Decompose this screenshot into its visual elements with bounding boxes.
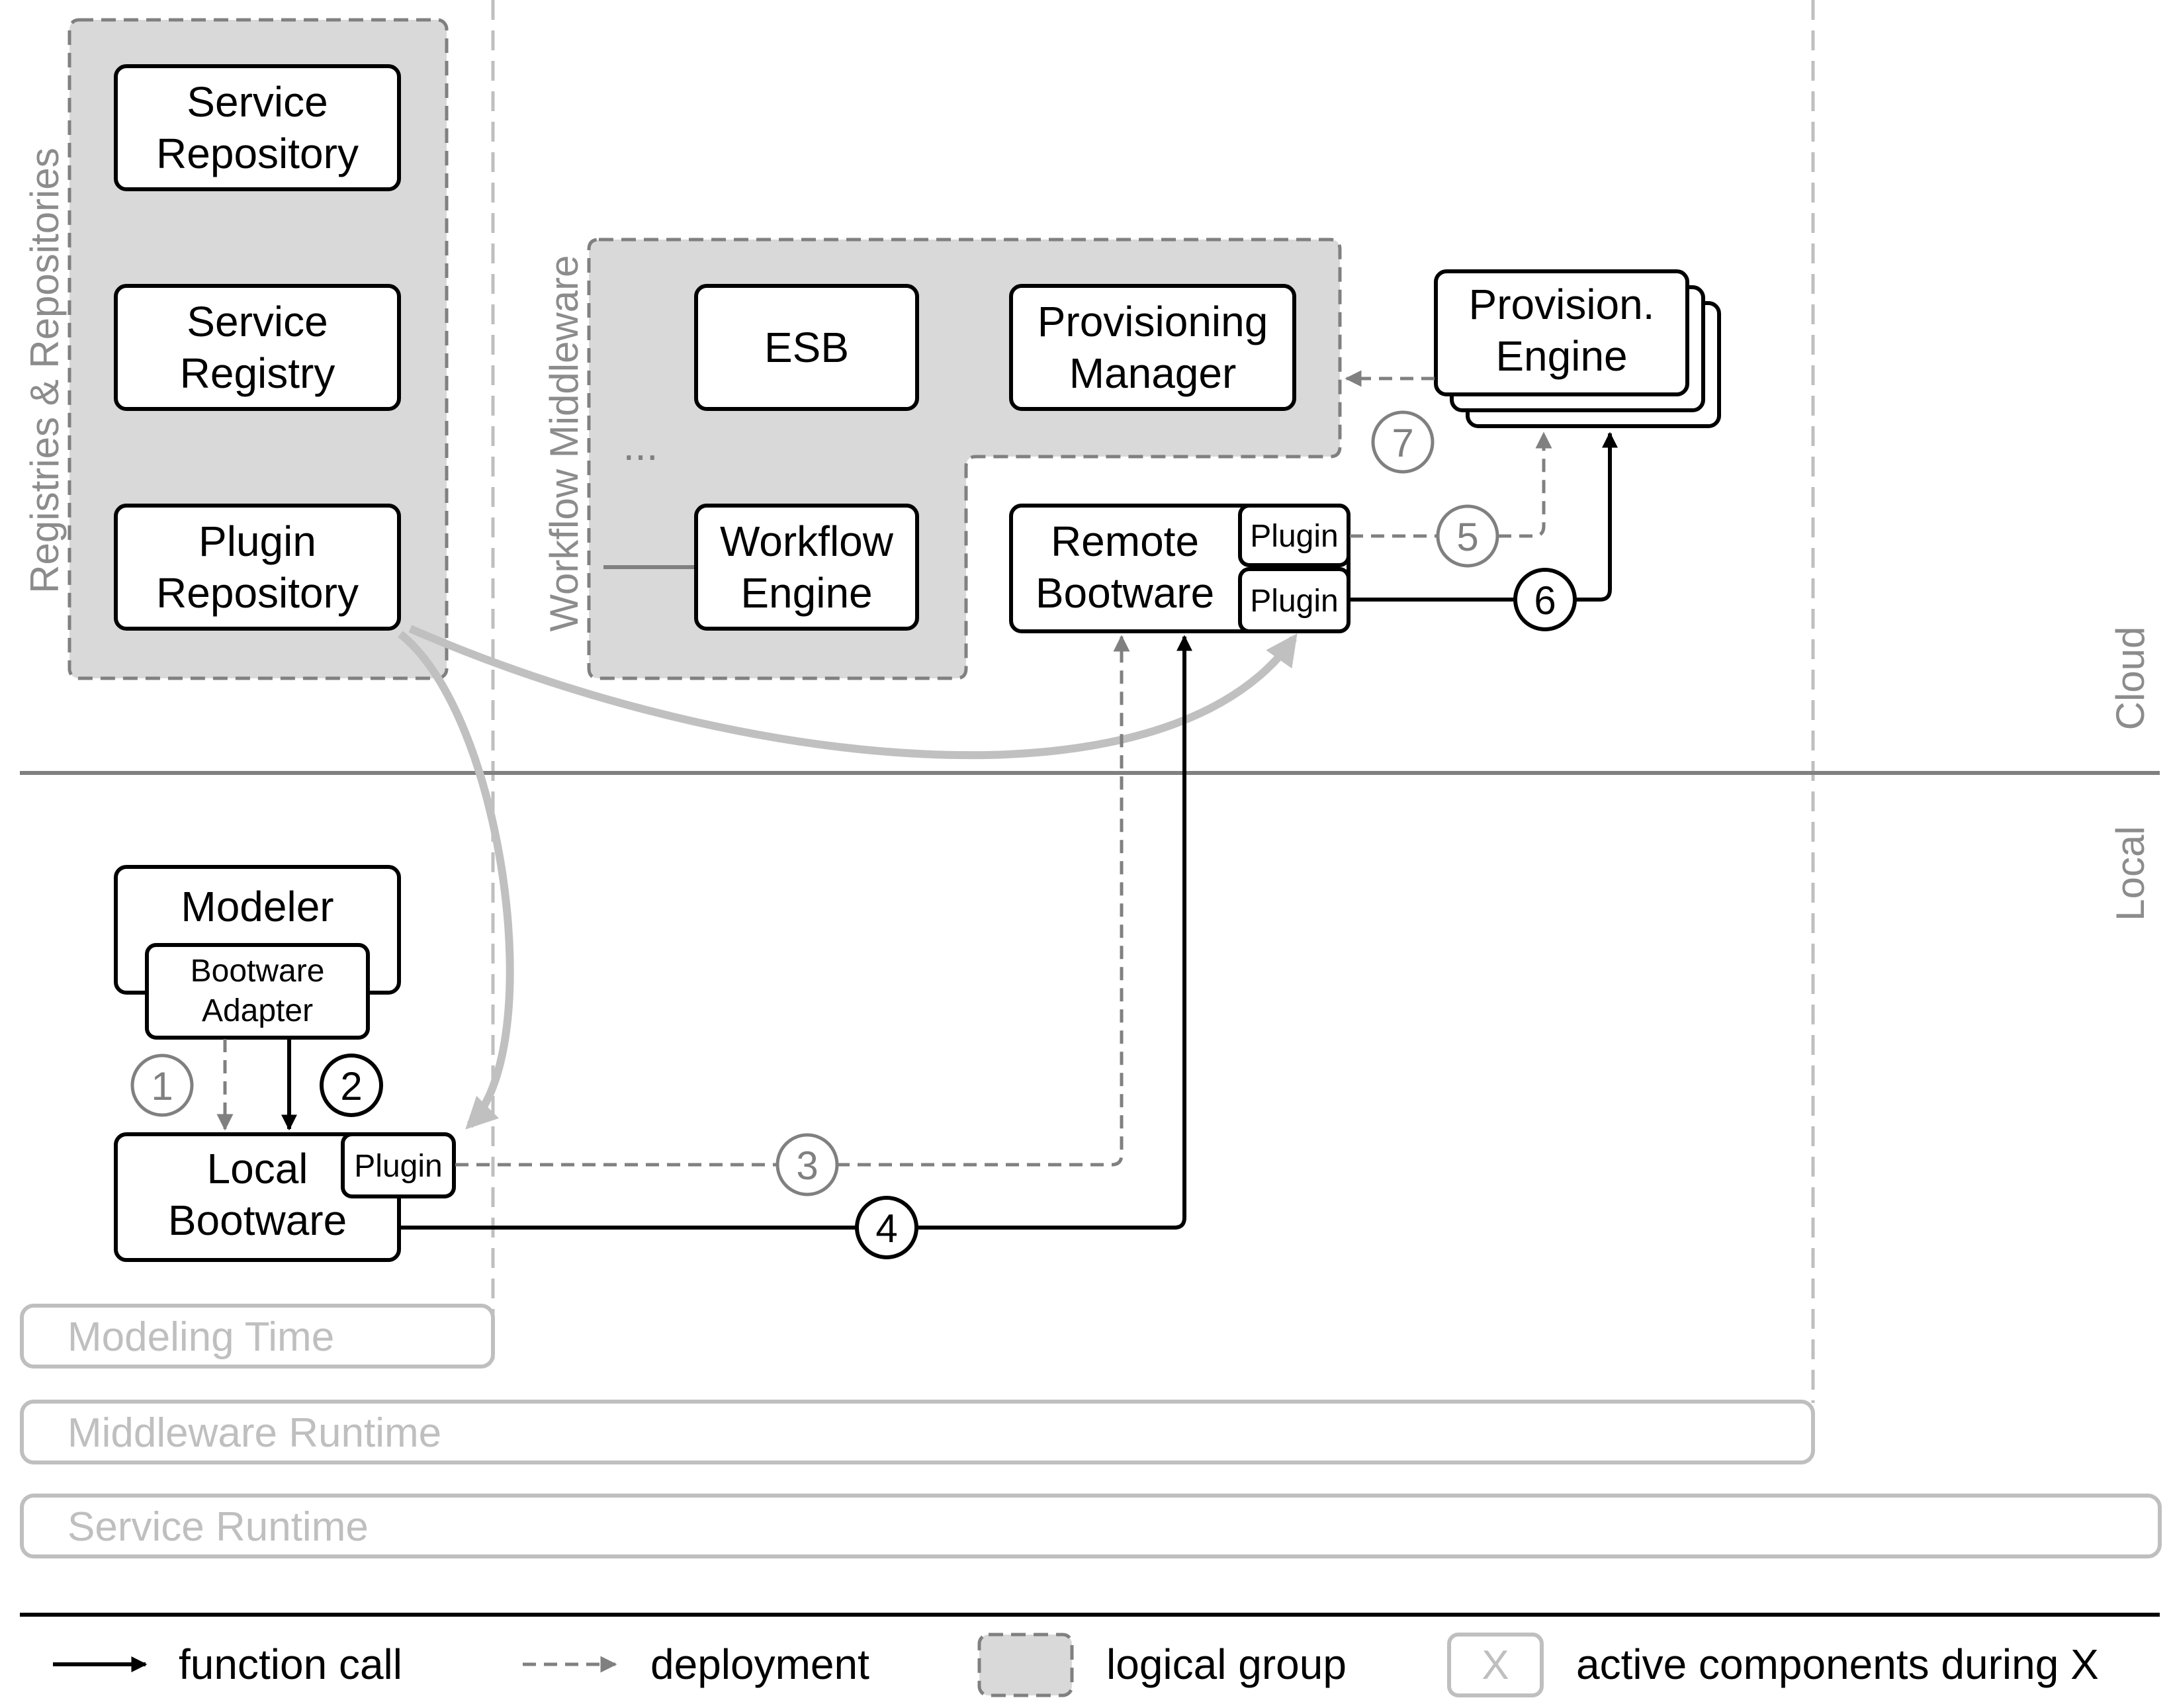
local-bootware-line2: Bootware [168,1196,347,1244]
step3-deployment-arrow [455,635,1130,1167]
provisioning-engine-stack[interactable]: Provision. Engine [1434,269,1721,428]
modeler-label: Modeler [181,883,333,930]
step-4-marker: 4 [855,1196,918,1259]
service-runtime-phase: Service Runtime [20,1494,2162,1558]
bootware-adapter-line2: Adapter [202,993,313,1028]
workflow-engine-line1: Workflow [720,517,894,565]
local-label: Local [2108,826,2152,921]
modeling-time-label: Modeling Time [67,1314,334,1360]
remote-bootware-line2: Bootware [1036,569,1214,617]
esb-box[interactable]: ESB [694,284,919,411]
local-plugin[interactable]: Plugin [341,1132,456,1198]
provisioning-manager-box[interactable]: Provisioning Manager [1009,284,1296,411]
legend-active-components: X active components during X [1447,1633,2099,1697]
svg-text:2: 2 [340,1064,362,1108]
bootware-adapter-line1: Bootware [191,954,325,989]
step-7-marker: 7 [1371,410,1435,474]
cloud-label: Cloud [2108,627,2152,731]
legend-x-symbol: X [1482,1642,1509,1688]
svg-text:1: 1 [151,1064,173,1108]
svg-text:4: 4 [875,1206,897,1251]
workflow-engine-line2: Engine [740,569,872,617]
remote-plugin-upper[interactable]: Plugin [1238,504,1351,567]
svg-text:3: 3 [796,1144,818,1188]
provisioning-manager-line1: Provisioning [1038,298,1268,345]
middleware-runtime-label: Middleware Runtime [67,1410,441,1456]
workflow-engine-box[interactable]: Workflow Engine [694,504,919,631]
provisioning-manager-line2: Manager [1069,349,1237,397]
service-repository-line2: Repository [156,130,359,177]
legend-deployment: deployment [523,1641,869,1688]
step4-function-arrow [400,635,1192,1230]
svg-text:function call: function call [179,1641,402,1688]
legend-function-call: function call [53,1641,402,1688]
step-5-marker: 5 [1436,504,1499,568]
registries-repositories-label: Registries & Repositories [22,148,67,594]
remote-bootware-line1: Remote [1051,517,1199,565]
modeling-time-phase: Modeling Time [20,1304,495,1369]
step-1-marker: 1 [130,1054,194,1117]
service-registry-box[interactable]: Service Registry [114,284,401,411]
middleware-runtime-phase: Middleware Runtime [20,1400,1815,1464]
step6-function-arrow [1350,431,1618,602]
service-registry-line2: Registry [180,349,335,397]
legend-logical-group: logical group [977,1633,1347,1697]
svg-text:5: 5 [1456,515,1478,559]
svg-text:active components during X: active components during X [1576,1641,2099,1688]
bootware-adapter-box[interactable]: Bootware Adapter [145,943,370,1040]
step-2-marker: 2 [320,1054,383,1117]
remote-plugin-lower-label: Plugin [1250,584,1338,619]
plugin-repository-box[interactable]: Plugin Repository [114,504,401,631]
step-6-marker: 6 [1513,568,1577,631]
local-plugin-label: Plugin [354,1149,442,1184]
workflow-middleware-label: Workflow Middleware [542,255,586,631]
provisioning-engine-line1: Provision. [1469,281,1655,328]
service-registry-line1: Service [187,298,328,345]
svg-text:6: 6 [1534,578,1556,623]
local-bootware-box[interactable]: Local Bootware [114,1132,401,1262]
plugin-repository-line1: Plugin [199,517,316,565]
provisioning-engine-line2: Engine [1495,332,1627,380]
service-repository-line1: Service [187,78,328,126]
plugin-to-local-arrow [398,631,514,1130]
svg-text:deployment: deployment [650,1641,869,1688]
svg-text:logical group: logical group [1106,1641,1347,1688]
remote-plugin-lower[interactable]: Plugin [1238,567,1351,633]
esb-label: ESB [764,324,849,371]
more-components-ellipsis: ... [623,422,658,469]
step-3-marker: 3 [775,1133,839,1196]
service-runtime-label: Service Runtime [67,1504,369,1550]
plugin-repository-line2: Repository [156,569,359,617]
remote-plugin-upper-label: Plugin [1250,519,1338,554]
service-repository-box[interactable]: Service Repository [114,64,401,191]
step5-deployment-arrow [1350,431,1552,538]
svg-text:7: 7 [1392,421,1413,465]
plugin-to-remote-arrow [408,625,1298,760]
local-bootware-line1: Local [207,1145,308,1192]
